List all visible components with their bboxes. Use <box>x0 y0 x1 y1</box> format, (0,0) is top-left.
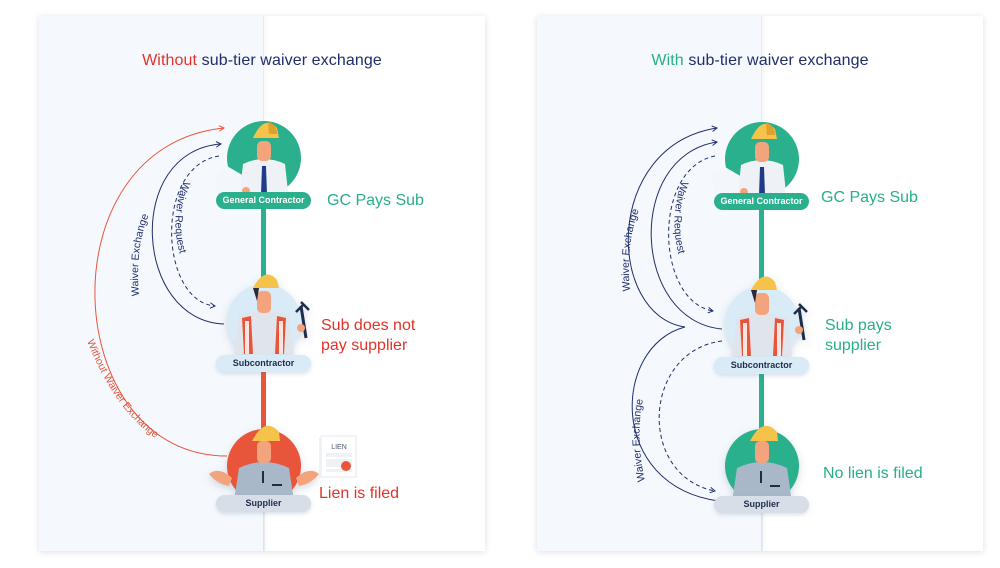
general-contractor-label: General Contractor <box>714 193 809 210</box>
supplier-label: Supplier <box>216 495 311 512</box>
waiver-request-label: Waiver Request <box>172 180 192 255</box>
title-rest: sub-tier waiver exchange <box>683 52 869 69</box>
subcontractor-figure <box>725 276 808 360</box>
gc-status: GC Pays Sub <box>821 189 918 206</box>
panel-title: With sub-tier waiver exchange <box>537 52 983 70</box>
waiver-exchange-upper-label: Waiver Exchange <box>620 207 642 292</box>
sub-status-line1: Sub does not <box>321 317 416 334</box>
subcontractor-figure <box>227 274 310 358</box>
waiver-request-label: Waiver Request <box>671 180 690 255</box>
gc-to-sub-connector <box>261 206 266 296</box>
flow-diagram: Waiver Exchange Waiver Request Waiver Ex… <box>620 122 808 551</box>
title-accent: With <box>651 52 684 69</box>
supplier-status: Lien is filed <box>319 485 400 502</box>
gc-to-sub-connector <box>759 206 764 296</box>
supplier-status: No lien is filed <box>823 465 923 482</box>
subcontractor-label: Subcontractor <box>714 357 809 374</box>
waiver-exchange-lower-dashed-arrow <box>658 340 723 494</box>
supplier-figure <box>725 425 799 503</box>
waiver-exchange-upper-outer-arrow <box>627 125 718 328</box>
title-accent: Without <box>142 52 198 69</box>
supplier-label: Supplier <box>714 496 809 513</box>
lien-document-title: LIEN <box>331 444 347 451</box>
gc-status: GC Pays Sub <box>327 192 424 209</box>
without-waiver-exchange-label: Without Waiver Exchange <box>84 338 161 441</box>
supplier-figure <box>209 425 319 503</box>
general-contractor-figure <box>712 122 799 202</box>
sub-to-supplier-connector <box>759 356 764 434</box>
panel-without-waiver-exchange: Without sub-tier waiver exchange Waiver … <box>39 16 485 551</box>
waiver-request-arrow <box>171 155 220 309</box>
panel-title: Without sub-tier waiver exchange <box>39 52 485 70</box>
lien-document-icon: LIEN <box>319 435 357 478</box>
general-contractor-figure <box>214 121 301 201</box>
waiver-exchange-lower-label: Waiver Exchange <box>631 398 648 483</box>
waiver-exchange-upper-arrow <box>650 139 723 330</box>
waiver-request-arrow <box>668 155 716 314</box>
without-waiver-exchange-arrow <box>94 125 228 457</box>
subcontractor-label: Subcontractor <box>216 355 311 372</box>
waiver-exchange-label: Waiver Exchange <box>129 212 151 297</box>
sub-status-line2: pay supplier <box>321 337 408 354</box>
sub-status-line1: Sub pays <box>825 317 892 334</box>
waiver-exchange-arrow <box>151 141 225 325</box>
general-contractor-label: General Contractor <box>216 192 311 209</box>
sub-to-supplier-connector <box>261 354 266 434</box>
sub-status-line2: supplier <box>825 337 882 354</box>
panel-with-waiver-exchange: With sub-tier waiver exchange Waiver Exc… <box>537 16 983 551</box>
panel-shade <box>39 16 264 551</box>
flow-diagram: Waiver Exchange Waiver Request Without W… <box>84 121 357 551</box>
waiver-exchange-lower-arrow <box>631 326 720 502</box>
title-rest: sub-tier waiver exchange <box>197 52 382 69</box>
